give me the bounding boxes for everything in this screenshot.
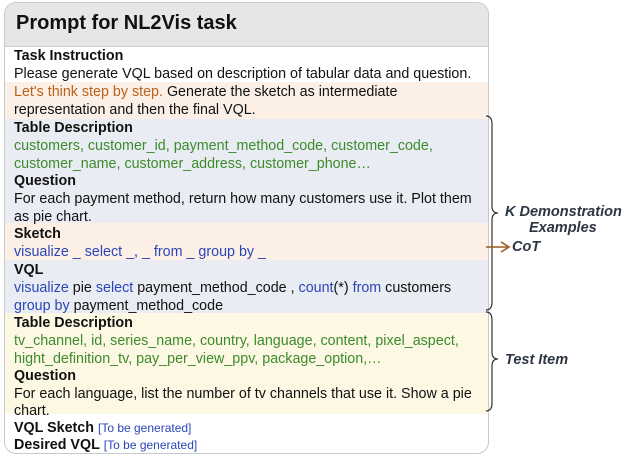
demo-sketch-line: visualize _ select _, _ from _ group by … [14, 244, 266, 260]
vql-sketch-header: VQL Sketch [14, 420, 94, 436]
task-instruction-line1: Please generate VQL based on description… [14, 66, 472, 82]
test-curly-brace [485, 311, 499, 412]
demo-sketch-band [5, 223, 488, 260]
demo-table-question-band [5, 119, 488, 223]
test-item-label: Test Item [505, 352, 569, 368]
cot-instruction-band [5, 82, 488, 119]
test-question-header: Question [14, 368, 76, 384]
test-table-header: Table Description [14, 315, 133, 331]
demo-vql-band [5, 260, 488, 313]
cot-phrase: Let's think step by step. [14, 84, 163, 100]
test-table-line2: hight_definition_tv, pay_per_view_ppv, p… [14, 351, 382, 367]
test-question-line1: For each language, list the number of tv… [14, 386, 472, 402]
demo-table-header: Table Description [14, 120, 133, 136]
card-header [5, 3, 488, 47]
vql-sketch-placeholder: [To be generated] [97, 421, 192, 435]
demo-curly-brace [485, 115, 499, 311]
task-instruction-line3: representation and then the final VQL. [14, 102, 256, 118]
desired-vql-placeholder: [To be generated] [103, 438, 198, 452]
demo-vql-line1: visualize pie select payment_method_code… [14, 280, 452, 296]
card-title: Prompt for NL2Vis task [16, 12, 237, 34]
demo-vql-header: VQL [14, 262, 44, 278]
demo-sketch-header: Sketch [14, 226, 61, 242]
desired-vql-row: Desired VQL [To be generated] [14, 436, 198, 453]
demo-label-line2: Examples [529, 220, 597, 236]
cot-arrow-head [500, 241, 511, 253]
vql-sketch-row: VQL Sketch [To be generated] [14, 419, 191, 437]
demo-question-header: Question [14, 173, 76, 189]
cot-label: CoT [512, 239, 541, 255]
demo-vql-line2: group by payment_method_code [14, 298, 224, 314]
task-instruction-header: Task Instruction [14, 48, 124, 64]
demo-label-line1: K Demonstration [505, 204, 622, 220]
demo-question-line1: For each payment method, return how many… [14, 191, 472, 207]
demo-question-line2: as pie chart. [14, 209, 92, 225]
demo-table-line2: customer_name, customer_address, custome… [14, 156, 371, 172]
task-instruction-line2: Let's think step by step. Generate the s… [14, 84, 398, 100]
desired-vql-header: Desired VQL [14, 437, 100, 453]
demo-table-line1: customers, customer_id, payment_method_c… [14, 138, 433, 154]
test-item-band [5, 313, 488, 414]
test-table-line1: tv_channel, id, series_name, country, la… [14, 333, 459, 349]
prompt-card: Prompt for NL2Vis task Task Instruction … [4, 2, 489, 454]
test-question-line2: chart. [14, 403, 50, 419]
